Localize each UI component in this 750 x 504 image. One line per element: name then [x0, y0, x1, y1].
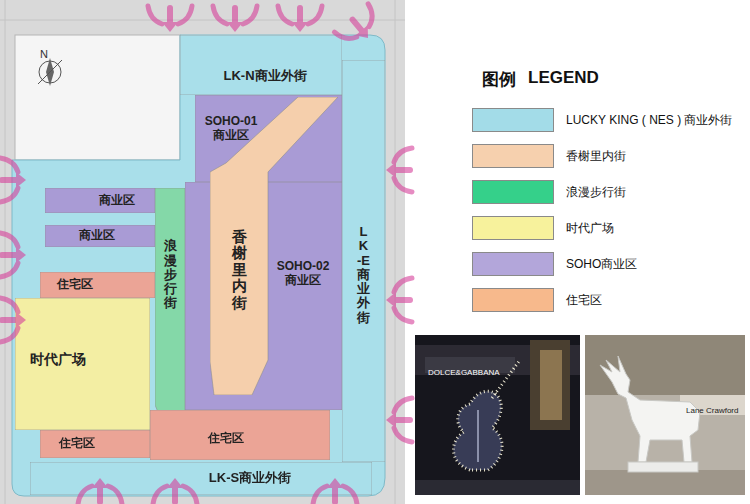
residential-zone: 住宅区 [40, 430, 150, 458]
north-mark: N [40, 48, 48, 60]
access-arrow [213, 6, 257, 32]
shop-sign: Lane Crawford [686, 406, 738, 415]
legend-swatch [472, 108, 554, 132]
region-label: 商业区 [99, 194, 135, 208]
legend-text: 香榭里内街 [566, 148, 626, 165]
region-outline [342, 60, 385, 462]
legend-swatch [472, 144, 554, 168]
region-shape [180, 35, 342, 95]
region-outline [45, 188, 155, 213]
street-band: LK-E商业外街 [342, 60, 385, 462]
region-label: SOHO-02 商业区 [270, 260, 336, 288]
pedestrian-street: 浪漫步行街 [155, 188, 185, 412]
map-ground [0, 0, 405, 504]
access-arrow [386, 278, 412, 322]
access-arrow [0, 158, 26, 202]
residential-zone: 住宅区 [150, 410, 330, 460]
legend-swatch [472, 180, 554, 204]
region-label: 香榭里内街 [232, 229, 247, 312]
region-shape [40, 430, 150, 458]
region-label: LK-N商业外街 [223, 69, 306, 84]
region-outline [45, 225, 155, 247]
region-outline [30, 462, 372, 495]
region-label: 住宅区 [59, 437, 95, 451]
region-label: 时代广场 [30, 351, 86, 367]
access-arrow [386, 148, 412, 192]
region-label: LK-E商业外街 [357, 225, 370, 325]
legend-swatch [472, 288, 554, 312]
legend-text: 住宅区 [566, 292, 602, 309]
legend-text: SOHO商业区 [566, 256, 637, 273]
shop-sign: DOLCE&GABBANA [428, 368, 500, 377]
region-outline [40, 430, 150, 458]
residential-zone: 住宅区 [40, 272, 155, 298]
access-arrow [386, 398, 412, 442]
legend-title: LEGEND [528, 68, 599, 87]
region-label: LK-S商业外街 [209, 471, 291, 486]
street-grid [0, 0, 405, 504]
legend-text: 浪漫步行街 [566, 184, 626, 201]
region-label: 住宅区 [57, 278, 93, 292]
region-outline [185, 182, 342, 410]
region-outline [155, 188, 185, 412]
region-label: 住宅区 [208, 432, 244, 446]
region-shape [30, 462, 372, 495]
region-label: SOHO-01 商业区 [200, 115, 262, 143]
legend-swatch [472, 252, 554, 276]
commercial-zone: 商业区 [45, 225, 155, 247]
region-label: 商业区 [79, 229, 115, 243]
legend-text: 时代广场 [566, 220, 614, 237]
blank-plot [15, 35, 180, 160]
region-outline [180, 35, 342, 95]
region-label: 浪漫步行街 [164, 239, 177, 310]
region-outline [40, 272, 155, 298]
night-photo [415, 335, 580, 495]
outer-street-ring [12, 35, 385, 496]
region-outline [150, 410, 330, 460]
access-arrow [0, 233, 26, 277]
compass [38, 58, 62, 86]
region-outline [15, 298, 150, 430]
legend-swatch [472, 216, 554, 240]
access-arrow [278, 6, 322, 32]
street-band: LK-N商业外街 [180, 35, 342, 95]
deer-photo [585, 335, 745, 495]
commercial-zone: 商业区 [45, 188, 155, 213]
access-arrow [148, 6, 192, 32]
street-band: LK-S商业外街 [30, 462, 372, 495]
legend-text: LUCKY KING ( NES ) 商业外街 [566, 112, 732, 129]
plaza: 时代广场 [15, 298, 150, 430]
legend-title: 图例 [482, 70, 516, 89]
